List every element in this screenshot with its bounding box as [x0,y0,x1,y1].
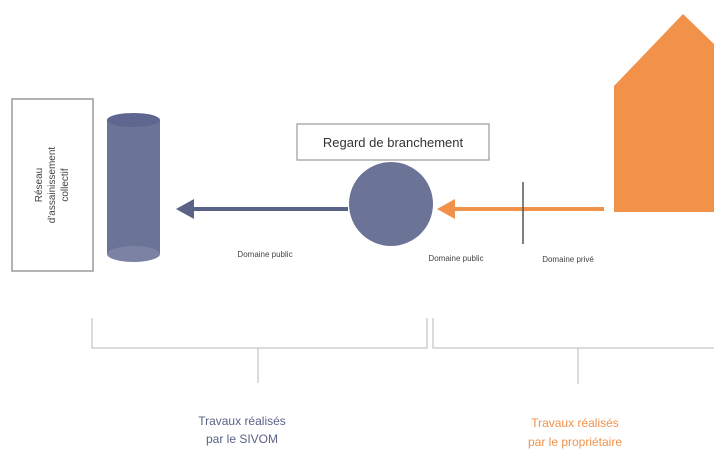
svg-text:d'assainissement: d'assainissement [47,147,58,224]
owner-caption-line1: Travaux réalisés [531,416,619,430]
owner-caption-line2: par le propriétaire [528,435,622,449]
svg-text:collectif: collectif [60,168,71,202]
house-icon [614,14,714,212]
private-flow-arrow [437,199,604,219]
sivom-bracket [91,318,428,383]
regard-circle [349,162,433,246]
pipe-cylinder [107,113,160,262]
public-flow-arrow [176,199,348,219]
domain-private-label: Domaine privé [542,255,594,264]
network-box-label: Réseau d'assainissement collectif [34,147,71,224]
regard-label-box [296,123,490,161]
sivom-caption-line1: Travaux réalisés [198,414,286,428]
domain-public-label: Domaine public [237,250,292,259]
domain-public-label-right: Domaine public [428,254,483,263]
svg-text:Réseau: Réseau [34,168,45,202]
owner-bracket [432,318,714,384]
regard-label: Regard de branchement [323,135,464,150]
network-box [11,98,94,272]
sivom-caption-line2: par le SIVOM [206,432,278,446]
